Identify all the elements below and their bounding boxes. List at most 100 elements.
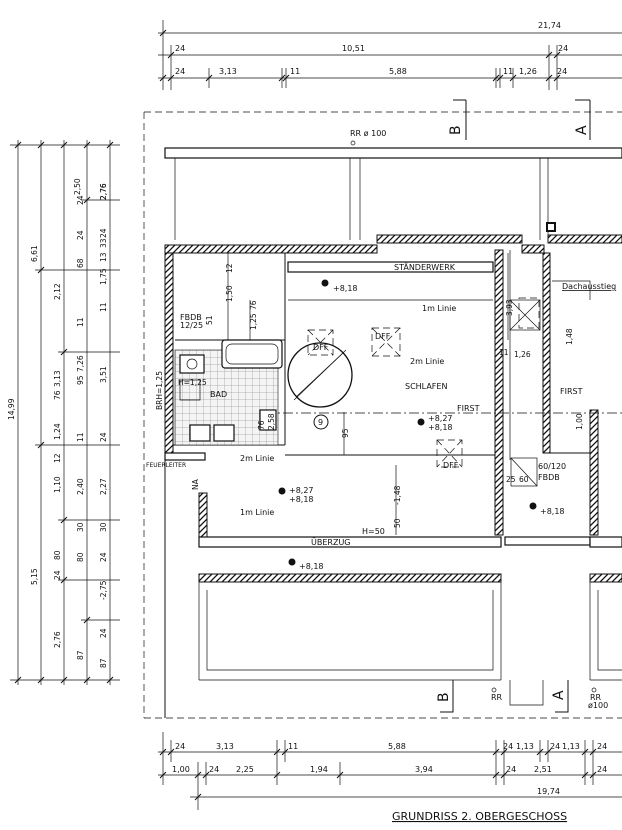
inner-dim: 76	[257, 420, 266, 430]
left-dim: 24	[53, 570, 62, 580]
round-window	[287, 342, 353, 408]
inner-dim: 3,93	[505, 299, 514, 316]
left-dim: 1,10	[53, 476, 62, 493]
left-dim: 11	[76, 432, 85, 442]
left-dim: 7,26	[76, 355, 85, 372]
inner-dim: 1,00	[575, 413, 584, 430]
level-value: +8,18	[333, 284, 358, 293]
dachausstieg-label: Dachausstieg	[562, 282, 616, 291]
top-dim: 24	[175, 67, 185, 76]
left-total-dim: 14,99	[7, 398, 16, 420]
inner-dim: 1,26	[514, 350, 531, 359]
line-1m-left-label: 1m Linie	[240, 508, 274, 517]
bottom-dim: 1,13	[516, 742, 534, 751]
bottom-dim: 2,51	[534, 765, 552, 774]
inner-dim: 50	[393, 518, 402, 528]
drawing-title: GRUNDRISS 2. OBERGESCHOSS	[392, 810, 567, 823]
inner-dim: 2,58	[267, 413, 276, 430]
top-dim: 24	[557, 67, 567, 76]
fbdb-left-dim: 12/25	[180, 321, 203, 330]
line-2m-label: 2m Linie	[410, 357, 444, 366]
room-name-bad: BAD	[210, 390, 227, 399]
top-dim: 11	[503, 67, 513, 76]
level-value: +8,18	[540, 507, 565, 516]
bottom-dim: 24	[503, 742, 513, 751]
line-1m-label: 1m Linie	[422, 304, 456, 313]
bottom-dim: 3,13	[216, 742, 234, 751]
level-value: +8,18	[428, 423, 453, 432]
left-dim: 11	[99, 302, 108, 312]
bottom-dim: 1,00	[172, 765, 190, 774]
rr-label-bottom-right: RR	[590, 693, 602, 702]
left-dim: 24	[99, 228, 108, 238]
fbdb-box	[510, 457, 538, 487]
bottom-dim: 11	[288, 742, 298, 751]
left-dim: 2,12	[53, 283, 62, 300]
section-a-top: A	[574, 125, 590, 135]
bottom-dim: 24	[597, 742, 607, 751]
left-dim: 24	[99, 552, 108, 562]
room-name-schlafen: SCHLAFEN	[405, 382, 447, 391]
section-b-top: B	[448, 125, 464, 135]
bottom-dim: 24	[175, 742, 185, 751]
left-dim: 3,51	[99, 366, 108, 383]
inner-dim: 11	[499, 348, 509, 357]
left-dim: 12	[53, 453, 62, 463]
left-dim: 5,15	[30, 568, 39, 585]
skylights	[307, 297, 540, 468]
roof-outline	[143, 111, 622, 719]
top-total-dim: 21,74	[538, 21, 561, 30]
inner-dim: 95	[341, 428, 350, 438]
room-number-circle	[313, 414, 329, 430]
bottom-dim: 2,25	[236, 765, 254, 774]
inner-dimensions: 12 1,50 76 1,25 51 3,93 11 1,26 1,48 25 …	[205, 253, 584, 535]
left-dim: 1,24	[53, 423, 62, 440]
left-dim: 33	[99, 238, 108, 248]
level-value: +8,27	[289, 486, 314, 495]
left-dim: 24	[99, 432, 108, 442]
staenderwerk-label: STÄNDERWERK	[394, 262, 456, 272]
left-dim: 24	[76, 230, 85, 240]
fbdb-right-label: FBDB	[538, 473, 560, 482]
fbdb-left-label: FBDB	[180, 313, 202, 322]
rr-label-bottom: RR	[491, 693, 503, 702]
section-a-bottom: A	[551, 690, 567, 700]
inner-dim: 25	[506, 475, 516, 484]
left-dim: 6,61	[30, 245, 39, 262]
bottom-dimension-chains: 24 3,13 11 5,88 24 1,13 24 1,13 24 1,00 …	[158, 732, 622, 810]
inner-dim: -1,48	[393, 485, 402, 505]
left-dim: 2,27	[99, 478, 108, 495]
top-dim: 1,26	[519, 67, 537, 76]
left-dim: 13	[99, 252, 108, 262]
fbdb-right-dim: 60/120	[538, 462, 566, 471]
top-dim: 5,88	[389, 67, 407, 76]
left-dim: 95	[76, 375, 85, 385]
left-dim: 2,40	[76, 478, 85, 495]
first-label-mid: FIRST	[457, 404, 480, 413]
bottom-dim: 24	[550, 742, 560, 751]
dff-label: DFF	[443, 461, 459, 470]
left-dim: 30	[76, 522, 85, 532]
top-dim: 11	[290, 67, 300, 76]
rr-bottom-right-dim: ø100	[588, 701, 608, 710]
inner-dim: 12	[225, 263, 234, 273]
level-markers	[278, 279, 537, 566]
left-dim: 11	[76, 317, 85, 327]
rr-label-top: RR ø 100	[350, 129, 386, 138]
left-dim: 76	[53, 390, 62, 400]
inner-dim: 1,48	[565, 328, 574, 345]
bottom-dim: 24	[506, 765, 516, 774]
room-number: 9	[318, 418, 323, 427]
inner-dim: 51	[205, 315, 214, 325]
left-dim: 3,13	[53, 370, 62, 387]
h50-label: H=50	[362, 527, 385, 536]
building-outline	[164, 147, 622, 718]
bottom-dim: 24	[597, 765, 607, 774]
line-2m-left-label: 2m Linie	[240, 454, 274, 463]
section-markers: B A B A	[436, 99, 591, 713]
left-dim: 80	[76, 552, 85, 562]
inner-dim: 1,50	[225, 285, 234, 302]
bottom-dim: 1,13	[562, 742, 580, 751]
left-dim: 2,76	[53, 631, 62, 648]
